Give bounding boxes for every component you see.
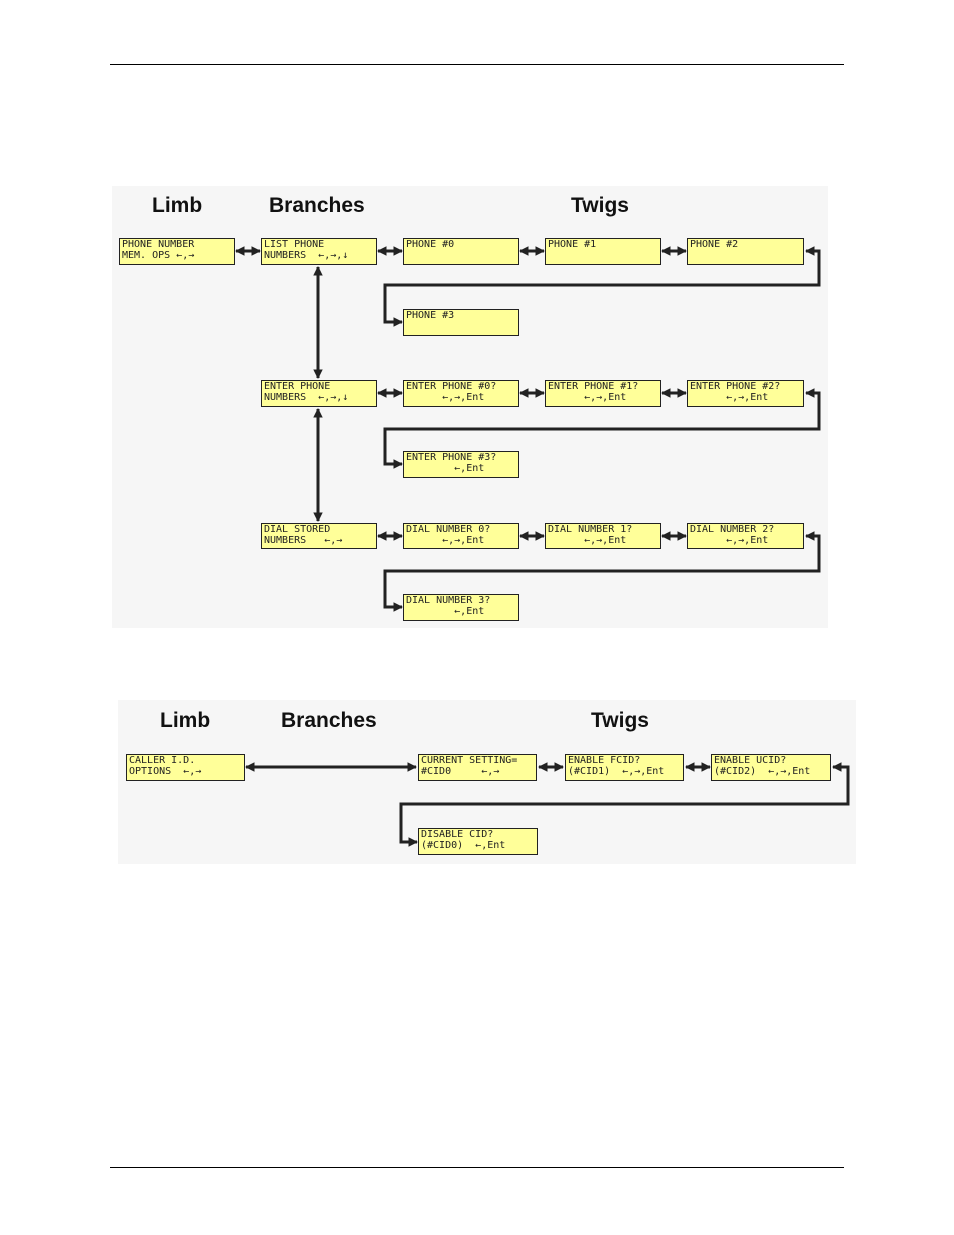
lcd-line-2: ←,→,Ent [406,391,485,403]
limb-heading: Limb [152,194,203,217]
lcd-line-1: ENTER PHONE #0? [406,381,497,392]
lcd-enter-phone-0: ENTER PHONE #0? ←,→,Ent [403,380,519,407]
lcd-enter-phone-1: ENTER PHONE #1? ←,→,Ent [545,380,661,407]
wrap-connector [383,531,821,612]
lcd-line-1: ENTER PHONE #3? [406,452,497,463]
lcd-dial-stored-numbers: DIAL STORED NUMBERS ←,→ [261,523,377,549]
wrap-connector [399,762,850,847]
lcd-line-1: PHONE #0 [406,239,455,250]
lcd-phone-0: PHONE #0 [403,238,519,265]
header-rule [110,64,844,65]
lcd-enable-fcid: ENABLE FCID? (#CID1) ←,→,Ent [565,754,684,781]
lcd-phone-1: PHONE #1 [545,238,661,265]
lcd-dial-number-1: DIAL NUMBER 1? ←,→,Ent [545,523,661,549]
lcd-line-1: DIAL NUMBER 1? [548,524,633,535]
lcd-line-2: NUMBERS ←,→,↓ [264,249,349,261]
lcd-phone-3: PHONE #3 [403,309,519,336]
lcd-line-1: DIAL NUMBER 0? [406,524,491,535]
lcd-line-1: ENABLE FCID? [568,755,641,766]
lcd-line-2: ←,Ent [406,462,485,474]
lcd-phone-2: PHONE #2 [687,238,804,265]
lcd-phone-number-mem-ops: PHONE NUMBER MEM. OPS ←,→ [119,238,235,265]
lcd-line-2: ←,Ent [406,605,485,617]
lcd-line-1: DIAL NUMBER 2? [690,524,775,535]
branches-heading: Branches [269,194,365,217]
lcd-line-1: DISABLE CID? [421,829,494,840]
lcd-line-2: OPTIONS ←,→ [129,765,202,777]
footer-rule [110,1167,844,1168]
twigs-heading: Twigs [591,709,649,732]
wrap-connector [383,246,821,327]
lcd-line-2: ←,→,Ent [406,534,485,546]
lcd-line-1: DIAL NUMBER 3? [406,595,491,606]
lcd-line-2: ←,→,Ent [548,534,627,546]
lcd-line-1: CURRENT SETTING= [421,755,518,766]
wrap-connector [383,388,821,469]
lcd-line-2: #CID0 ←,→ [421,765,500,777]
lcd-line-1: PHONE #2 [690,239,739,250]
lcd-line-2: ←,→,Ent [690,391,769,403]
lcd-line-1: ENABLE UCID? [714,755,787,766]
lcd-line-1: LIST PHONE [264,239,325,250]
lcd-line-2: ←,→,Ent [548,391,627,403]
lcd-line-1: CALLER I.D. [129,755,196,766]
limb-heading: Limb [160,709,211,732]
branches-heading: Branches [281,709,377,732]
lcd-line-1: PHONE NUMBER [122,239,195,250]
lcd-current-setting: CURRENT SETTING= #CID0 ←,→ [418,754,537,781]
lcd-list-phone-numbers: LIST PHONE NUMBERS ←,→,↓ [261,238,377,265]
lcd-line-2: ←,→,Ent [690,534,769,546]
lcd-disable-cid: DISABLE CID? (#CID0) ←,Ent [418,828,538,855]
lcd-line-1: ENTER PHONE #2? [690,381,781,392]
lcd-dial-number-3: DIAL NUMBER 3? ←,Ent [403,594,519,621]
lcd-line-1: PHONE #1 [548,239,597,250]
lcd-enter-phone-3: ENTER PHONE #3? ←,Ent [403,451,519,478]
lcd-line-1: PHONE #3 [406,310,455,321]
lcd-line-1: DIAL STORED [264,524,331,535]
lcd-line-2: (#CID2) ←,→,Ent [714,765,811,777]
twigs-heading: Twigs [571,194,629,217]
lcd-line-1: ENTER PHONE #1? [548,381,639,392]
lcd-line-2: NUMBERS ←,→ [264,534,343,546]
lcd-line-2: (#CID1) ←,→,Ent [568,765,665,777]
lcd-enter-phone-2: ENTER PHONE #2? ←,→,Ent [687,380,804,407]
lcd-line-1: ENTER PHONE [264,381,331,392]
lcd-enter-phone-numbers: ENTER PHONE NUMBERS ←,→,↓ [261,380,377,407]
lcd-line-2: MEM. OPS ←,→ [122,249,195,261]
lcd-caller-id-options: CALLER I.D. OPTIONS ←,→ [126,754,245,781]
lcd-line-2: NUMBERS ←,→,↓ [264,391,349,403]
lcd-enable-ucid: ENABLE UCID? (#CID2) ←,→,Ent [711,754,831,781]
lcd-line-2: (#CID0) ←,Ent [421,839,506,851]
lcd-dial-number-0: DIAL NUMBER 0? ←,→,Ent [403,523,519,549]
lcd-dial-number-2: DIAL NUMBER 2? ←,→,Ent [687,523,804,549]
